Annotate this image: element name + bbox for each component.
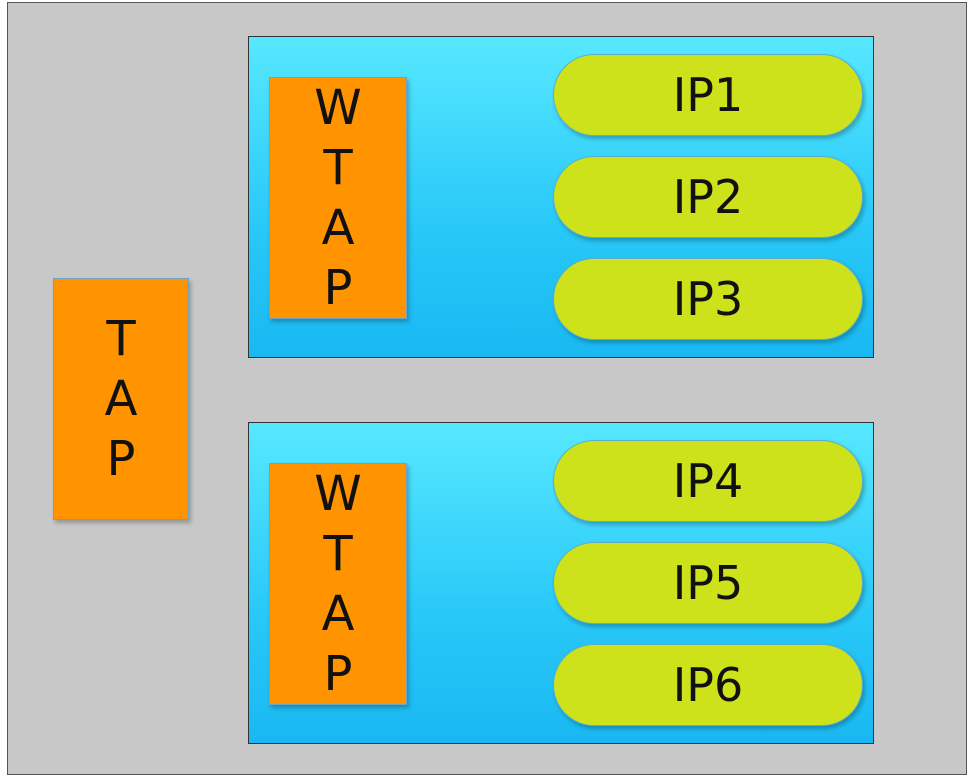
wtap-letter: A bbox=[321, 586, 355, 642]
wtap-group-1: W T A P IP1 IP2 IP3 bbox=[248, 36, 874, 358]
tap-letter: A bbox=[104, 371, 138, 427]
wtap-letter: P bbox=[323, 646, 353, 702]
ip-node: IP4 bbox=[553, 440, 863, 522]
ip-node: IP1 bbox=[553, 54, 863, 136]
wtap-letter: W bbox=[314, 80, 362, 136]
ip-node: IP6 bbox=[553, 644, 863, 726]
diagram-canvas: T A P W T A P IP1 IP2 IP3 W T A P IP4 IP… bbox=[7, 2, 967, 775]
wtap-letter: A bbox=[321, 200, 355, 256]
ip-node: IP2 bbox=[553, 156, 863, 238]
wtap-letter: W bbox=[314, 466, 362, 522]
tap-letter: T bbox=[106, 311, 136, 367]
wtap-letter: T bbox=[323, 140, 353, 196]
ip-node: IP5 bbox=[553, 542, 863, 624]
wtap-block: W T A P bbox=[269, 463, 407, 705]
wtap-letter: T bbox=[323, 526, 353, 582]
wtap-block: W T A P bbox=[269, 77, 407, 319]
wtap-group-2: W T A P IP4 IP5 IP6 bbox=[248, 422, 874, 744]
tap-letter: P bbox=[106, 431, 136, 487]
ip-node: IP3 bbox=[553, 258, 863, 340]
tap-block: T A P bbox=[53, 278, 189, 520]
wtap-letter: P bbox=[323, 260, 353, 316]
